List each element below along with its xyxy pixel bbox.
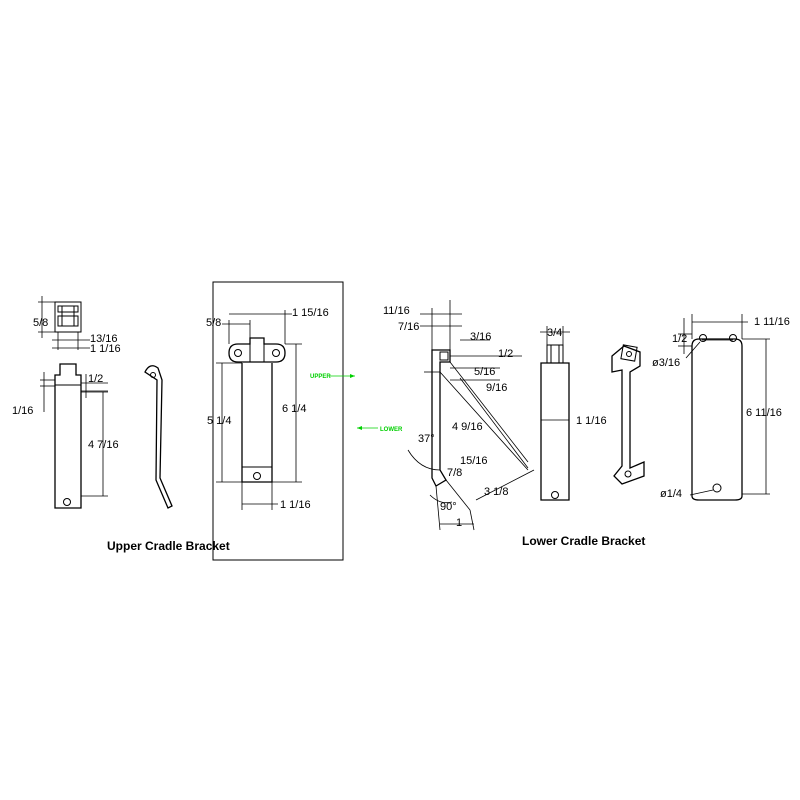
upper-side-gap-label: 1/16 [12,405,33,417]
lower-right-hole2-label: ø1/4 [660,488,682,500]
lower-right-top-label: 1 11/16 [754,316,790,328]
upper-top-view [38,296,90,350]
lower-dim-e: 5/16 [474,366,495,378]
lower-dim-i: 7/8 [447,467,462,479]
lower-dim-k: 1 [456,517,462,529]
upper-body-length-label: 4 7/16 [88,439,119,451]
upper-front-width-label: 1 15/16 [292,307,329,319]
upper-title: Upper Cradle Bracket [107,539,230,553]
lower-dim-h: 15/16 [460,455,488,467]
upper-front-view [216,310,302,510]
lower-perspective-view [611,344,645,485]
lower-angle-2: 90° [440,501,457,513]
upper-front-bottom-label: 1 1/16 [280,499,311,511]
upper-top-height-label: 5/8 [33,317,48,329]
upper-top-width-inner-label: 13/16 [90,333,118,345]
upper-profile-view [144,365,173,509]
upper-marker-label: UPPER [310,374,331,380]
lower-marker-arrow [357,426,378,430]
lower-profile-view [407,300,535,531]
upper-top-width-outer-label: 1 1/16 [90,343,121,355]
lower-right-length-label: 6 11/16 [746,407,782,419]
upper-front-body-label: 5 1/4 [207,415,231,427]
lower-body-view [540,326,570,501]
lower-marker-label: LOWER [380,427,403,433]
upper-front-total-label: 6 1/4 [282,403,306,415]
upper-tab-label: 1/2 [88,373,103,385]
lower-dim-g: 4 9/16 [452,421,483,433]
lower-dim-f: 9/16 [486,382,507,394]
lower-dim-b: 7/16 [398,321,419,333]
upper-front-tab-label: 5/8 [206,317,221,329]
lower-right-tab-label: 1/2 [672,333,687,345]
upper-frame-box [212,281,344,561]
lower-dim-j: 3 1/8 [484,486,508,498]
upper-marker-arrow [330,374,355,378]
lower-right-hole-label: ø3/16 [652,357,680,369]
lower-dim-d: 1/2 [498,348,513,360]
lower-dim-c: 3/16 [470,331,491,343]
lower-mid-label: 1 1/16 [576,415,607,427]
lower-right-view [678,314,770,501]
lower-top-width-label: 3/4 [547,327,562,339]
lower-dim-a: 11/16 [383,305,410,317]
upper-side-view [40,363,108,509]
lower-title: Lower Cradle Bracket [522,534,645,548]
lower-angle-1: 37° [418,433,435,445]
